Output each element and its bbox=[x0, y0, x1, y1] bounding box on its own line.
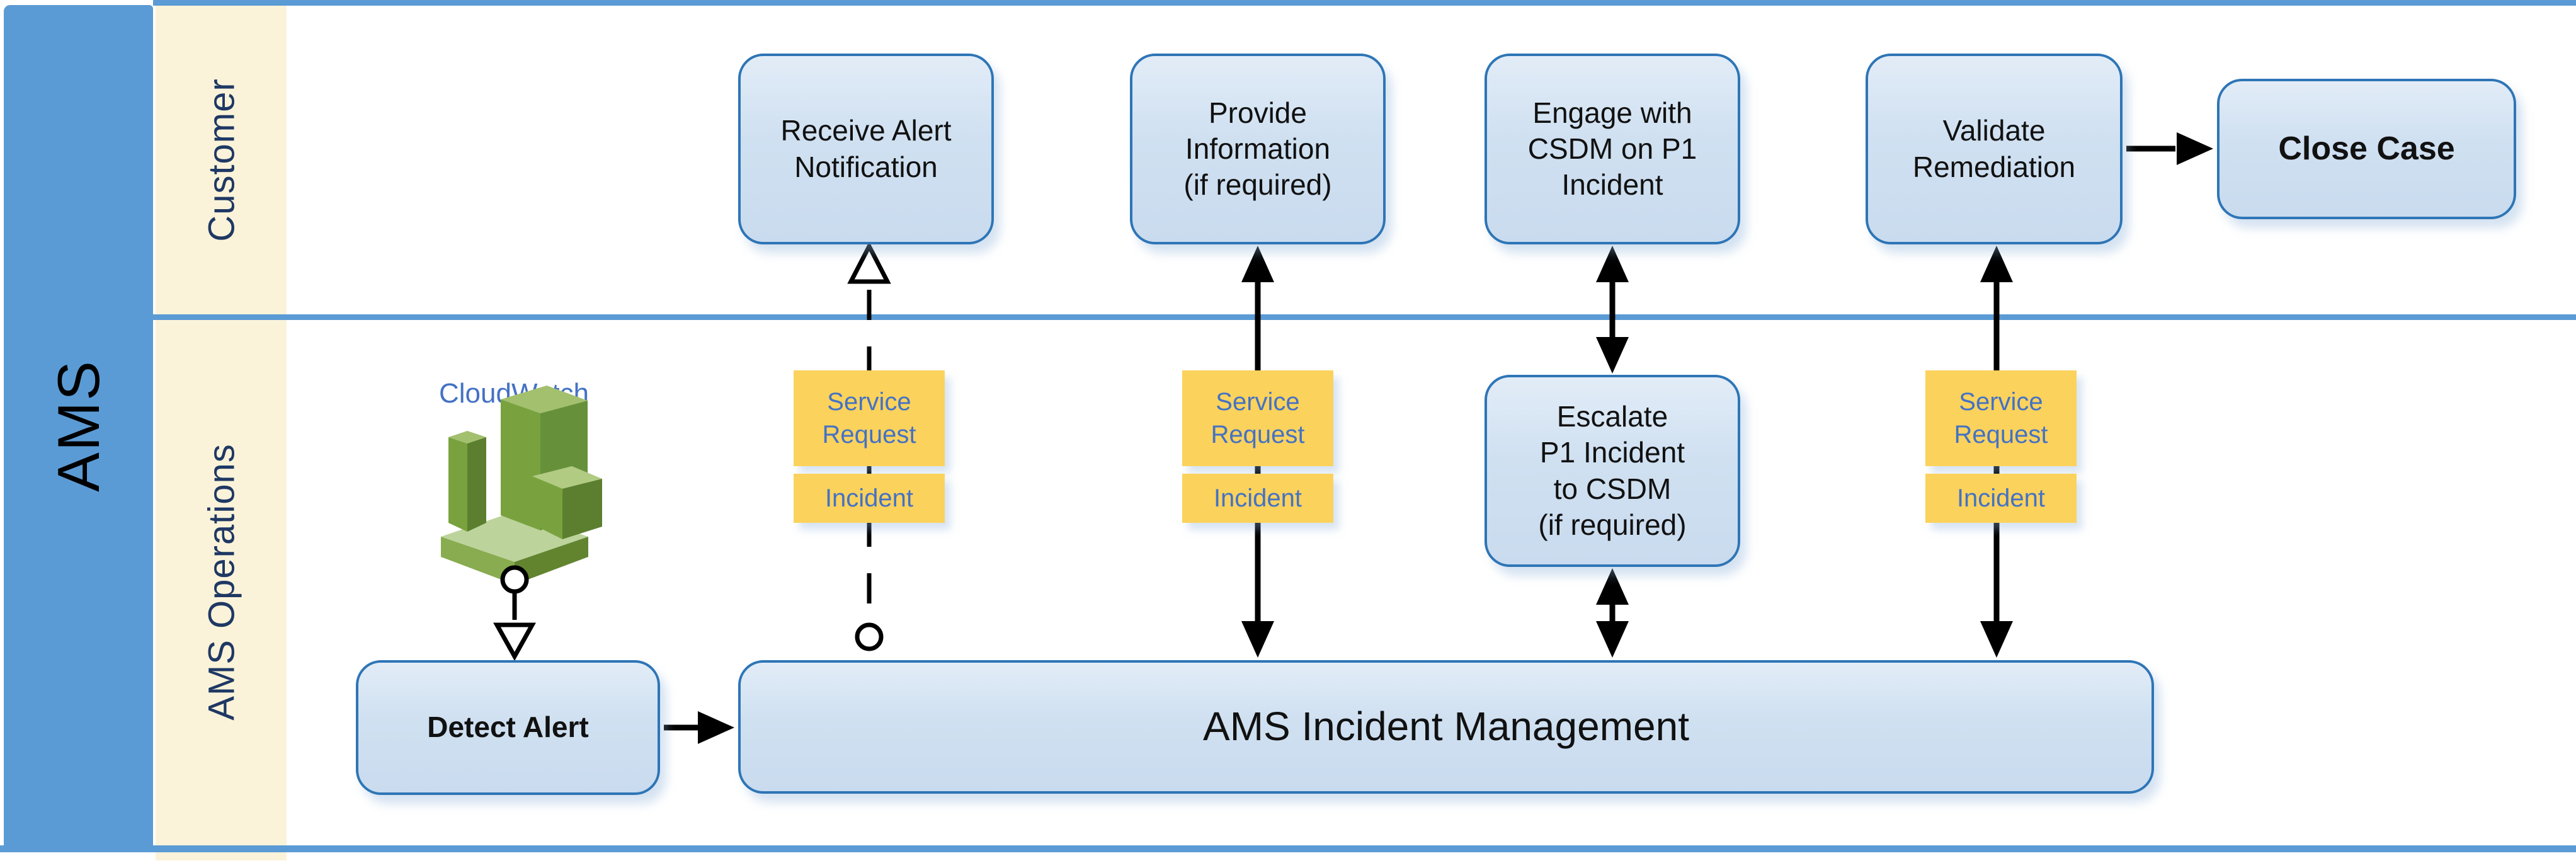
tag-label: Incident bbox=[1213, 484, 1302, 512]
arrowhead-up-icon bbox=[1980, 246, 2013, 282]
frame-top-border bbox=[153, 0, 2576, 6]
node-label: Receive Alert Notification bbox=[780, 114, 952, 183]
arrowhead-down-icon bbox=[1980, 621, 2013, 658]
node-ams-incident-management: AMS Incident Management bbox=[738, 660, 2154, 794]
node-label: Detect Alert bbox=[427, 711, 589, 744]
notify-receive-alert-connector bbox=[847, 241, 891, 651]
node-label: Close Case bbox=[2278, 130, 2455, 168]
node-escalate-p1-incident: Escalate P1 Incident to CSDM (if require… bbox=[1485, 375, 1740, 567]
arrowhead-up-icon bbox=[1596, 568, 1629, 605]
arrowhead-up-icon bbox=[1596, 246, 1629, 282]
tag-incident: Incident bbox=[1925, 474, 2077, 523]
node-provide-information: Provide Information (if required) bbox=[1130, 54, 1386, 244]
arrowhead-down-icon bbox=[1241, 621, 1274, 658]
node-validate-remediation: Validate Remediation bbox=[1866, 54, 2123, 244]
connector-circle-end bbox=[500, 565, 529, 594]
tag-label: Service Request bbox=[1954, 388, 2048, 449]
engage-escalate-double-arrow bbox=[1596, 246, 1629, 374]
arrowhead-right-icon bbox=[698, 711, 734, 744]
tag-incident: Incident bbox=[1182, 474, 1333, 523]
node-label: Validate Remediation bbox=[1912, 114, 2076, 183]
tag-service-request: Service Request bbox=[1925, 370, 2077, 466]
cloudwatch-icon bbox=[441, 386, 602, 585]
tag-service-request: Service Request bbox=[794, 370, 945, 466]
open-arrowhead-up-icon bbox=[847, 241, 891, 284]
arrowhead-down-icon bbox=[1596, 621, 1629, 658]
node-label: Escalate P1 Incident to CSDM (if require… bbox=[1538, 400, 1687, 541]
escalate-ams-double-arrow bbox=[1596, 568, 1629, 658]
validate-to-close-arrow bbox=[2126, 132, 2213, 165]
node-detect-alert: Detect Alert bbox=[356, 660, 660, 795]
arrowhead-down-icon bbox=[1596, 337, 1629, 374]
node-engage-with-csdm: Engage with CSDM on P1 Incident bbox=[1485, 54, 1740, 244]
connector-circle-end bbox=[855, 622, 884, 651]
node-label: Engage with CSDM on P1 Incident bbox=[1527, 96, 1697, 202]
node-receive-alert-notification: Receive Alert Notification bbox=[738, 54, 994, 244]
node-label: Provide Information (if required) bbox=[1183, 96, 1332, 202]
arrowhead-right-icon bbox=[2177, 132, 2213, 165]
lane-label-band bbox=[156, 6, 287, 845]
group-bar-ams: AMS bbox=[4, 5, 153, 847]
tag-label: Service Request bbox=[1211, 388, 1305, 449]
tag-label: Service Request bbox=[822, 388, 916, 449]
lane-band-stub bbox=[156, 852, 287, 860]
frame-bottom-border bbox=[0, 845, 2576, 852]
open-arrowhead-down-icon bbox=[493, 622, 536, 661]
detect-to-ams-arrow bbox=[664, 711, 734, 744]
tag-service-request: Service Request bbox=[1182, 370, 1333, 466]
lane-separator bbox=[153, 314, 2576, 320]
cloudwatch-to-detect-connector bbox=[493, 565, 536, 661]
tag-label: Incident bbox=[1956, 484, 2046, 512]
arrowhead-up-icon bbox=[1241, 246, 1274, 282]
node-label: AMS Incident Management bbox=[1203, 704, 1689, 750]
tag-label: Incident bbox=[824, 484, 914, 512]
node-close-case: Close Case bbox=[2217, 79, 2516, 219]
tag-incident: Incident bbox=[794, 474, 945, 523]
